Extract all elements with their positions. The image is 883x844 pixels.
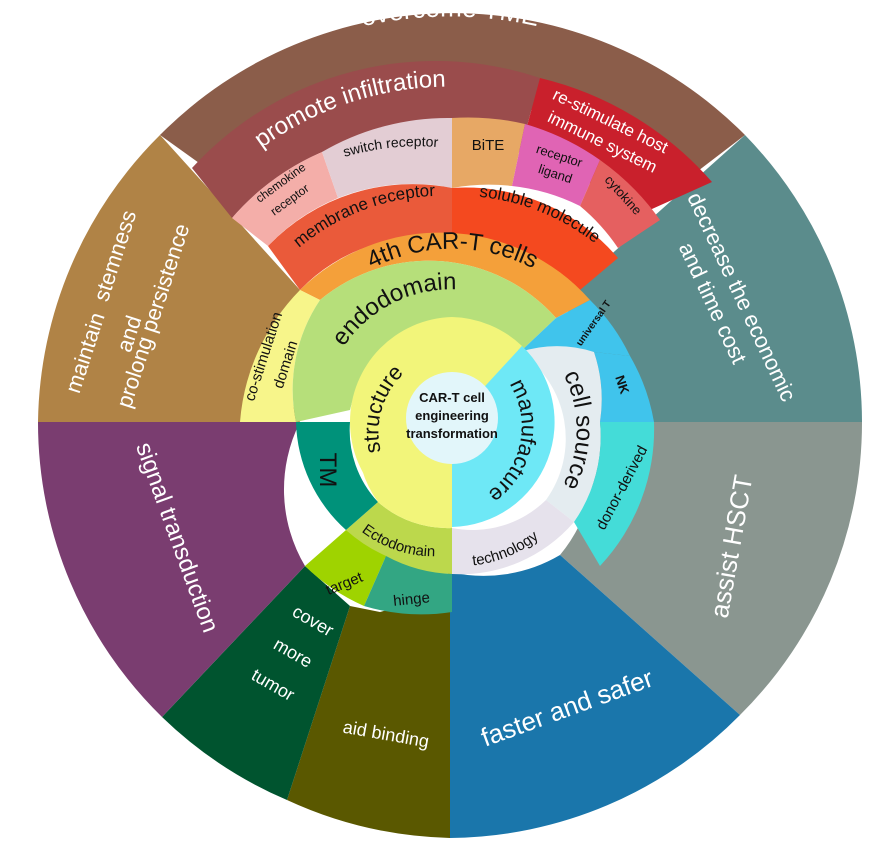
segment-tm [296, 422, 378, 530]
label-nk: NK [612, 373, 632, 396]
segment-cover-tumor [162, 566, 350, 800]
segment-target [305, 530, 386, 606]
segment-manufacture [452, 346, 555, 527]
segment-soluble-molecule [452, 187, 618, 290]
receptor-ring [232, 117, 660, 290]
segment-receptor-ligand [512, 124, 600, 206]
outer-ring [37, 13, 863, 838]
segment-switch-receptor [322, 117, 452, 198]
segment-decrease-cost [560, 135, 862, 422]
segment-ectodomain [346, 502, 452, 574]
segment-donor-derived [574, 422, 655, 566]
segment-cytokine [580, 160, 660, 248]
center-label-line1: CAR-T cell [419, 390, 485, 405]
center-label-line3: transformation [406, 426, 498, 441]
segment-co-stimulation [240, 290, 320, 422]
segment-structure-fill [350, 317, 452, 527]
segment-faster-safer [450, 555, 740, 838]
center-circle [406, 372, 498, 464]
segment-aid-binding [287, 572, 450, 838]
label-bite: BiTE [472, 137, 505, 154]
segment-promote-infiltration [192, 60, 540, 218]
infiltration-ring [192, 60, 712, 218]
label-hinge: hinge [392, 589, 430, 610]
segment-maintain-stemness [38, 135, 300, 422]
segment-restimulate-host [520, 78, 712, 218]
inner-ring [350, 317, 555, 529]
segment-nk [594, 352, 654, 422]
segment-cell-source [520, 346, 602, 522]
segment-chemokine-receptor [232, 152, 338, 246]
segment-signal-transduction [37, 422, 305, 717]
segment-membrane-receptor [268, 184, 452, 290]
segment-hinge [364, 556, 452, 615]
segment-technology [452, 500, 574, 575]
segment-overcome-tme [160, 13, 745, 201]
label-tm: TM [314, 453, 341, 488]
segment-4th-car-t [300, 232, 590, 318]
segment-universal-t-outer [556, 300, 630, 356]
segment-bite [452, 117, 525, 188]
center-label-line2: engineering [415, 408, 489, 423]
